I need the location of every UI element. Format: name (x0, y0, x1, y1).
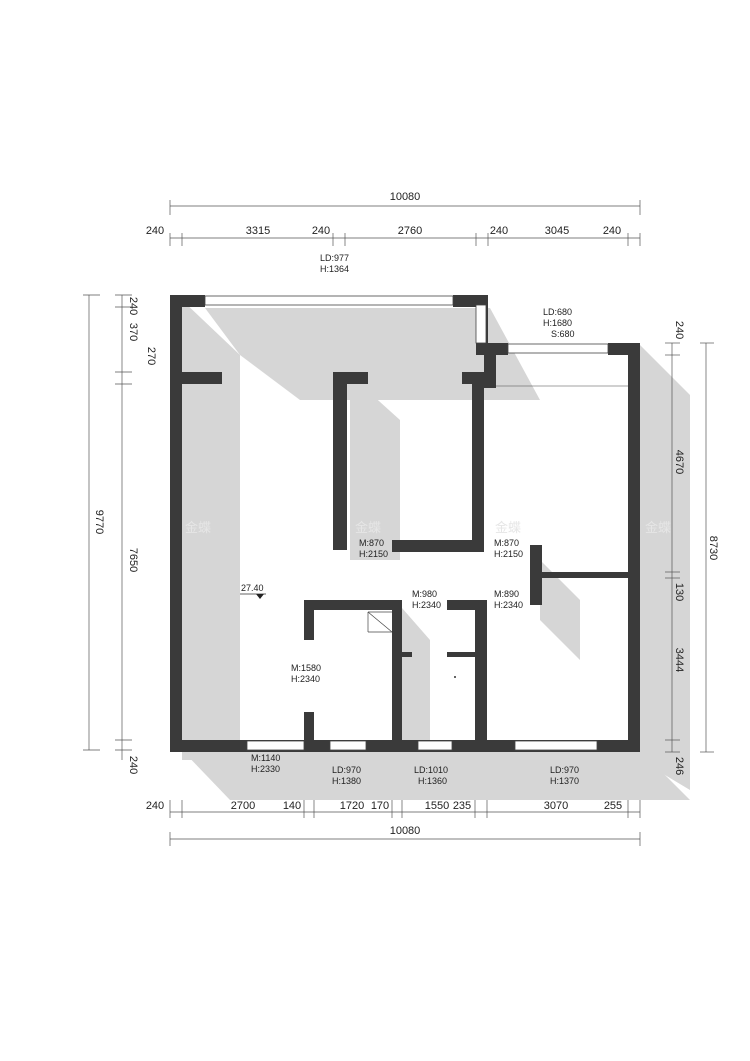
watermark-1: 金蝶 (185, 520, 211, 535)
bottom-door-h: H:2330 (251, 764, 280, 774)
bottom-window-1 (329, 740, 367, 751)
bottom-window-1-h: H:1380 (332, 776, 361, 786)
right-dim-3: 130 (673, 583, 685, 601)
bottom-total-dim: 10080 (390, 825, 421, 837)
bottom-dim-7: 235 (453, 800, 471, 812)
right-dim-2: 4670 (673, 450, 685, 474)
top-dim-2: 3315 (246, 225, 270, 237)
walls (170, 295, 640, 752)
left-dim-1: 240 (127, 297, 139, 315)
top-total-dim: 10080 (390, 191, 421, 203)
bottom-dim-6: 1550 (425, 800, 449, 812)
watermarks: 金蝶 金蝶 金蝶 金蝶 (185, 520, 671, 535)
top-dimensions: 10080 240 3315 240 2760 240 3045 240 (146, 191, 641, 246)
right-dim-1: 240 (673, 321, 685, 339)
watermark-4: 金蝶 (645, 520, 671, 535)
door-3-h: H:2340 (412, 600, 441, 610)
bottom-window-2 (417, 740, 453, 751)
top-right-window-h: H:1680 (543, 318, 572, 328)
left-dim-4: 7650 (127, 548, 139, 572)
top-window-h: H:1364 (320, 264, 349, 274)
openings (204, 295, 628, 751)
door-3-m: M:980 (412, 589, 437, 599)
door-1-m: M:870 (359, 538, 384, 548)
top-dim-6: 3045 (545, 225, 569, 237)
bottom-window-2-h: H:1360 (418, 776, 447, 786)
door-4-h: H:2340 (494, 600, 523, 610)
bottom-door-m: M:1140 (251, 753, 280, 763)
right-dimensions: 240 4670 130 3444 246 8730 (665, 321, 719, 775)
level-mark: 27.40 (241, 583, 264, 593)
top-right-window (507, 343, 609, 354)
bottom-dim-1: 240 (146, 800, 164, 812)
door-5-m: M:1580 (291, 663, 321, 673)
top-window (204, 295, 454, 306)
watermark-2: 金蝶 (355, 520, 381, 535)
right-total-dim: 8730 (707, 536, 719, 560)
top-dim-5: 240 (490, 225, 508, 237)
bottom-window-2-ld: LD:1010 (414, 765, 448, 775)
right-dim-4: 3444 (673, 648, 685, 672)
door-2-h: H:2150 (494, 549, 523, 559)
watermark-3: 金蝶 (495, 520, 521, 535)
door-2-m: M:870 (494, 538, 519, 548)
right-dim-5: 246 (673, 757, 685, 775)
wall-shadows (182, 300, 690, 800)
left-dimensions: 9770 240 370 270 7650 240 (83, 294, 157, 774)
door-1-h: H:2150 (359, 549, 388, 559)
left-total-dim: 9770 (93, 510, 105, 534)
top-dim-7: 240 (603, 225, 621, 237)
left-dim-3: 270 (145, 347, 157, 365)
left-dim-2: 370 (127, 323, 139, 341)
bottom-dimensions: 240 2700 140 1720 170 1550 235 3070 255 … (146, 800, 641, 846)
top-window-ld: LD:977 (320, 253, 349, 263)
bottom-dim-8: 3070 (544, 800, 568, 812)
bottom-window-3 (514, 740, 598, 751)
top-right-window-ld: LD:680 (543, 307, 572, 317)
bottom-window-1-ld: LD:970 (332, 765, 361, 775)
bottom-door-opening (246, 740, 305, 751)
top-dim-1: 240 (146, 225, 164, 237)
opening-labels: LD:977 H:1364 LD:680 H:1680 S:680 M:870 … (240, 253, 579, 786)
top-dim-4: 2760 (398, 225, 422, 237)
bottom-dim-5: 170 (371, 800, 389, 812)
door-5-h: H:2340 (291, 674, 320, 684)
door-4-m: M:890 (494, 589, 519, 599)
left-dim-5: 240 (127, 756, 139, 774)
bottom-dim-3: 140 (283, 800, 301, 812)
bottom-dim-2: 2700 (231, 800, 255, 812)
top-dim-3: 240 (312, 225, 330, 237)
bottom-dim-4: 1720 (340, 800, 364, 812)
top-corner-window (475, 304, 487, 344)
bottom-window-3-ld: LD:970 (550, 765, 579, 775)
bottom-dim-9: 255 (604, 800, 622, 812)
top-right-window-s: S:680 (551, 329, 575, 339)
bottom-window-3-h: H:1370 (550, 776, 579, 786)
